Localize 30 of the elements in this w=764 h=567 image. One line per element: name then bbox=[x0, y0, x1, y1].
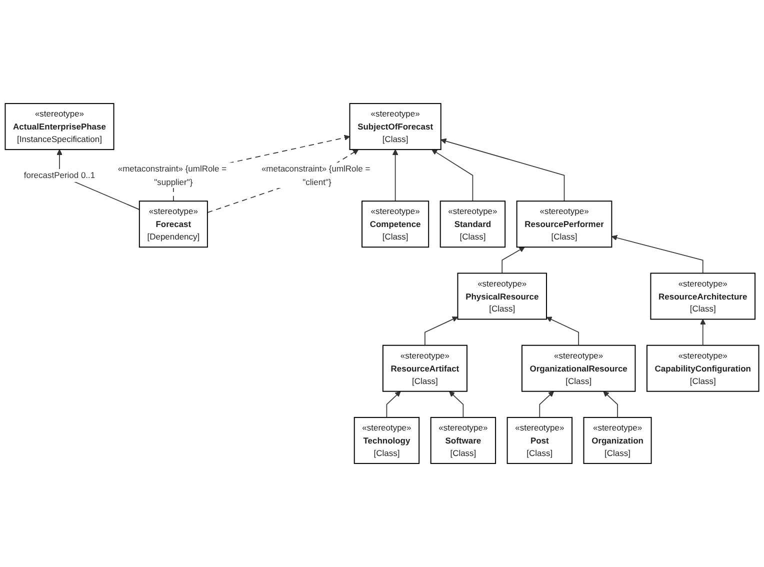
arrow bbox=[440, 138, 565, 202]
node-box: «stereotype» Software [Class] bbox=[430, 416, 496, 464]
node-box: «stereotype» Post [Class] bbox=[506, 416, 572, 464]
node-box: «stereotype» SubjectOfForecast [Class] bbox=[349, 103, 442, 150]
node-box: «stereotype» Forecast [Dependency] bbox=[138, 200, 208, 248]
node-box: «stereotype» ActualEnterprisePhase [InstanceSpecification] bbox=[4, 103, 114, 150]
node-box: «stereotype» ResourceArtifact [Class] bbox=[382, 344, 468, 392]
arrow bbox=[546, 316, 579, 346]
node-box: «stereotype» Standard [Class] bbox=[440, 200, 506, 248]
node-box: «stereotype» Technology [Class] bbox=[354, 416, 420, 464]
edge-label: «metaconstraint» {umlRole = "client"} bbox=[261, 164, 370, 186]
arrow bbox=[386, 391, 401, 418]
node-box: «stereotype» ResourcePerformer [Class] bbox=[516, 200, 612, 248]
arrow bbox=[700, 318, 706, 346]
node-box: «stereotype» PhysicalResource [Class] bbox=[457, 272, 547, 320]
arrow bbox=[603, 391, 618, 418]
arrow bbox=[611, 234, 704, 274]
node-box: «stereotype» ResourceArchitecture [Class] bbox=[650, 272, 756, 320]
edge-label: forecastPeriod 0..1 bbox=[24, 170, 96, 180]
node-box: «stereotype» Competence [Class] bbox=[362, 200, 430, 248]
node-box: «stereotype» Organization [Class] bbox=[583, 416, 652, 464]
arrow bbox=[424, 316, 458, 346]
arrow bbox=[539, 391, 554, 418]
node-box: «stereotype» CapabilityConfiguration [Class] bbox=[646, 344, 760, 392]
arrow bbox=[449, 391, 464, 418]
arrow bbox=[392, 149, 398, 202]
arrow bbox=[432, 149, 474, 202]
node-box: «stereotype» OrganizationalResource [Class] bbox=[521, 344, 636, 392]
edge-label: «metaconstraint» {umlRole = "supplier"} bbox=[118, 164, 227, 186]
arrow bbox=[502, 246, 525, 274]
